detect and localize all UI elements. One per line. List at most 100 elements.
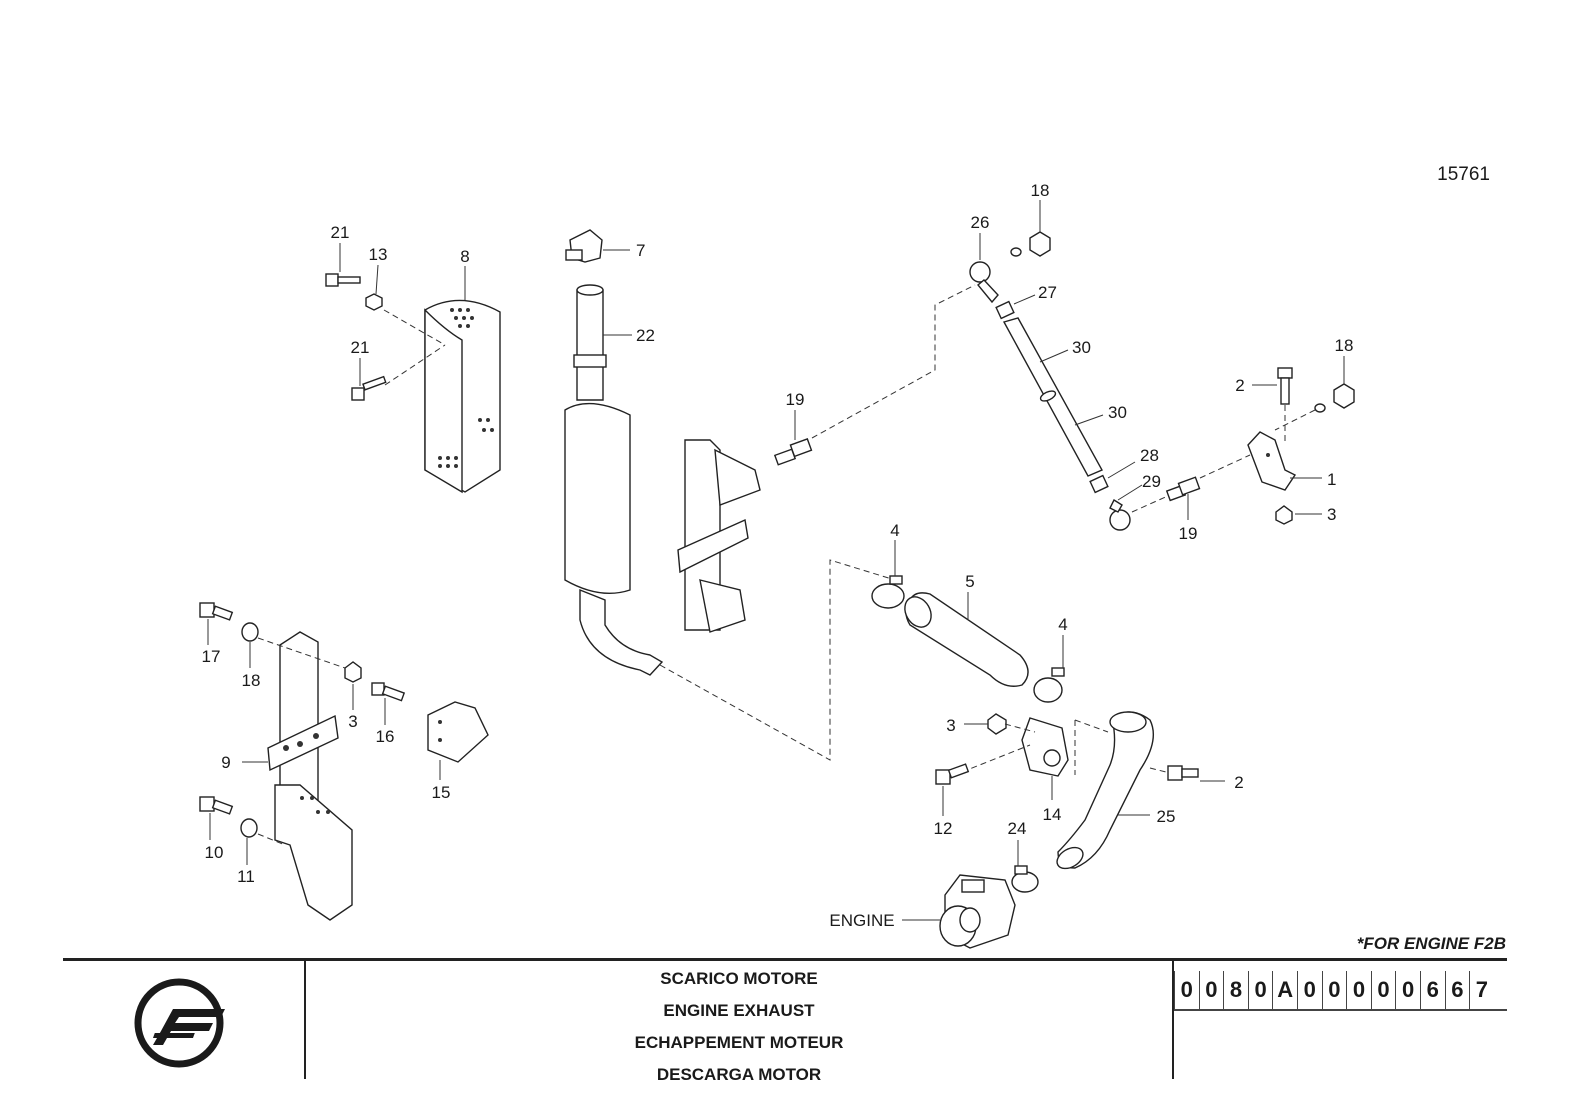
callout-12: 12 (934, 819, 953, 838)
elbow-25-outlet (1056, 846, 1084, 870)
logo-cell (63, 961, 306, 1079)
bolt-12-head (935, 769, 951, 785)
support-frame-9-plate (267, 714, 339, 772)
callout-4-left: 4 (890, 521, 899, 540)
nut-27 (995, 300, 1015, 320)
code-char: 0 (1321, 971, 1347, 1009)
pipe-opening (576, 284, 604, 296)
callout-19-left: 19 (786, 390, 805, 409)
code-char: 7 (1469, 971, 1494, 1009)
exhaust-elbow-25 (1057, 711, 1154, 869)
engine-turbo-stud-block (961, 879, 985, 893)
drawing-code: 0 0 8 0 A 0 0 0 0 0 6 6 7 (1174, 971, 1507, 1011)
stud-19-left-body (789, 438, 813, 458)
callout-16: 16 (376, 727, 395, 746)
nut-28 (1089, 474, 1109, 494)
callout-21-upper: 21 (331, 223, 350, 242)
support-frame-9-base (274, 784, 353, 921)
flex-hose-5 (905, 592, 1029, 687)
engine-label: ENGINE (829, 911, 894, 930)
washer-18-right (1314, 403, 1326, 413)
code-char: 8 (1223, 971, 1248, 1009)
callout-25: 25 (1157, 807, 1176, 826)
bolt-12-shank (947, 763, 970, 779)
muffler-outlet-pipe (579, 588, 664, 676)
callout-15: 15 (432, 783, 451, 802)
callout-4-right: 4 (1058, 615, 1067, 634)
washer-18-left (241, 622, 259, 642)
exhaust-pipe-part (576, 289, 604, 401)
bolt-21-upper-shank (337, 276, 361, 284)
nut-13 (365, 293, 383, 311)
callout-24: 24 (1008, 819, 1027, 838)
ball-joint-26 (969, 261, 991, 283)
callout-18-left: 18 (242, 671, 261, 690)
ball-joint-26-stem (977, 279, 999, 304)
hose-clamp-4-left-screw (889, 575, 903, 585)
hose-clamp-4-right-screw (1051, 667, 1065, 677)
elbow-25-inlet (1109, 711, 1147, 733)
callout-1: 1 (1327, 470, 1336, 489)
support-clamp-upper (714, 448, 761, 506)
bolt-16-shank (381, 685, 406, 702)
callout-7: 7 (636, 241, 645, 260)
ball-joint-29 (1109, 509, 1131, 531)
exploded-parts-diagram: 21 13 8 21 7 22 26 18 27 30 30 18 2 1 3 … (199, 181, 1355, 949)
callout-11: 11 (237, 867, 255, 886)
callout-30-lower: 30 (1108, 403, 1127, 422)
callout-17: 17 (202, 647, 221, 666)
bolt-21-lower (351, 387, 365, 401)
stud-19-right-body (1177, 476, 1201, 496)
rod-30-join (1039, 390, 1057, 402)
bolt-10-head (199, 796, 215, 812)
callout-5: 5 (965, 572, 974, 591)
bolt-17-head (199, 602, 215, 618)
bracket-14 (1021, 717, 1069, 777)
callout-14: 14 (1043, 805, 1062, 824)
hose-5-end (904, 596, 932, 628)
callout-18-right: 18 (1335, 336, 1354, 355)
bolt-2-top-shank (1280, 377, 1290, 405)
callout-30-upper: 30 (1072, 338, 1091, 357)
bracket-14-hole (1043, 749, 1061, 767)
heat-shield-part (424, 299, 501, 494)
nut-18-top (1029, 231, 1051, 257)
nut-3-right (1275, 505, 1293, 525)
callout-9: 9 (221, 753, 230, 772)
code-char: 6 (1419, 971, 1445, 1009)
nut-3-left (344, 661, 362, 683)
bolt-2-lower-shank (1181, 768, 1199, 778)
support-plate-middle (677, 518, 749, 574)
muffler-part (564, 402, 631, 595)
hose-clamp-4-left (871, 583, 905, 609)
bolt-21-lower-shank (362, 375, 387, 391)
callout-2-lower: 2 (1234, 773, 1243, 792)
bolt-2-lower-head (1167, 765, 1183, 781)
code-char: 0 (1395, 971, 1420, 1009)
callout-26: 26 (971, 213, 990, 232)
washer-11 (240, 818, 258, 838)
bolt-10-shank (211, 799, 234, 815)
title-english: ENGINE EXHAUST (663, 1001, 815, 1020)
code-char: 0 (1174, 971, 1199, 1009)
callout-3-right: 3 (1327, 505, 1336, 524)
callout-8: 8 (460, 247, 469, 266)
code-char: 0 (1370, 971, 1396, 1009)
callout-13: 13 (369, 245, 388, 264)
nut-3-middle (987, 713, 1007, 735)
washer-18 (1010, 247, 1022, 257)
pipe-clamp (573, 354, 607, 368)
title-italian: SCARICO MOTORE (660, 969, 818, 988)
callout-22: 22 (636, 326, 655, 345)
sheet-number: 15761 (1437, 164, 1490, 185)
title-block: SCARICO MOTORE ENGINE EXHAUST ECHAPPEMEN… (63, 958, 1507, 1084)
code-cell: 0 0 8 0 A 0 0 0 0 0 6 6 7 (1174, 961, 1507, 1079)
callout-3-left: 3 (348, 712, 357, 731)
title-cell: SCARICO MOTORE ENGINE EXHAUST ECHAPPEMEN… (306, 961, 1174, 1084)
code-char: 6 (1444, 971, 1470, 1009)
code-char: A (1272, 971, 1297, 1009)
manufacturer-logo (134, 978, 225, 1068)
engine-turbo-port (959, 907, 981, 933)
clamp-24 (1011, 871, 1039, 893)
code-char: 0 (1247, 971, 1273, 1009)
